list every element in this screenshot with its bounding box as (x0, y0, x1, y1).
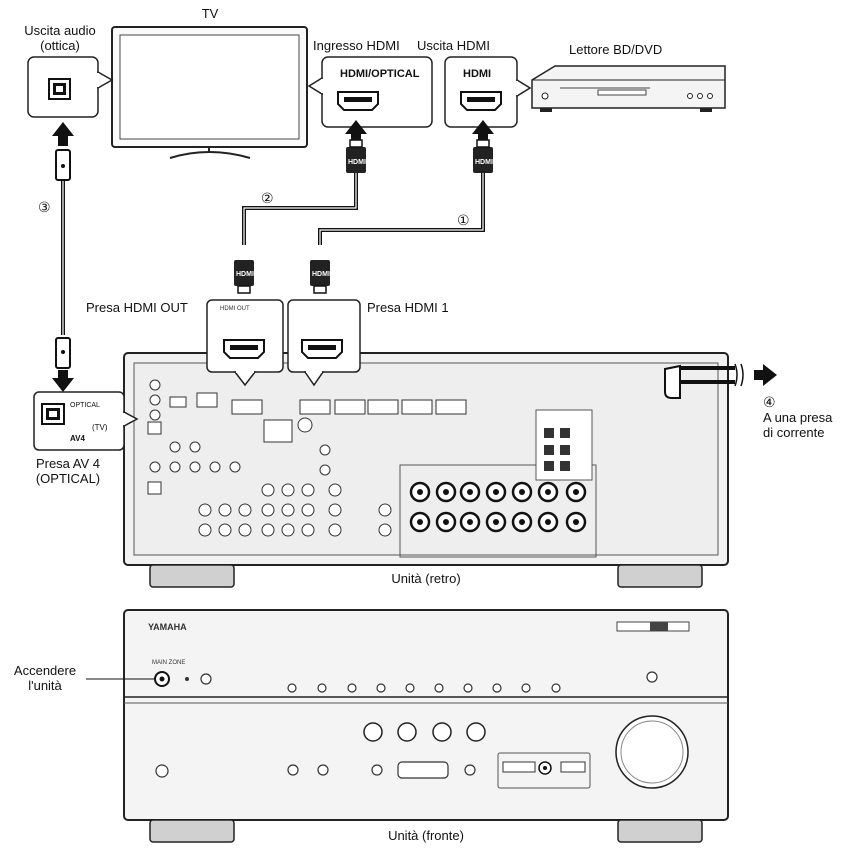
receiver-hdmi-out-callout: HDMI OUT (206, 299, 284, 387)
hdmi-port-icon (460, 91, 502, 111)
player-label: Lettore BD/DVD (569, 42, 663, 57)
unit-front-label: Unità (fronte) (388, 828, 464, 843)
audio-out-label: Uscita audio (ottica) (24, 23, 96, 53)
unit-rear-label: Unità (retro) (391, 571, 461, 586)
av4-optical-label: OPTICAL (70, 402, 100, 409)
tv-hdmi-in-callout: HDMI/OPTICAL (307, 56, 433, 128)
step-number-4: ④ (763, 395, 776, 411)
svg-text:HDMI OUT: HDMI OUT (220, 306, 250, 312)
turn-on-label: Accendere l'unità (13, 663, 77, 693)
bd-dvd-player-icon (531, 65, 726, 112)
receiver-front-panel: YAMAHA MAIN ZONE (123, 609, 729, 843)
tv-hdmi-port-label: HDMI/OPTICAL (340, 68, 420, 80)
svg-text:HDMI: HDMI (348, 159, 366, 166)
arrow-up-icon (345, 120, 367, 140)
hdmi-plug-icon: HDMI (473, 139, 493, 173)
speaker-terminals (399, 409, 597, 558)
arrow-up-icon (52, 122, 74, 146)
presa-hdmi-out-label: Presa HDMI OUT (86, 300, 188, 315)
volume-knob[interactable] (615, 715, 689, 789)
player-hdmi-port-label: HDMI (463, 68, 491, 80)
step-number-2: ② (261, 191, 274, 207)
arrow-up-icon (472, 120, 494, 140)
cable-2-hdmi (242, 170, 358, 245)
optical-plug-icon (55, 337, 71, 369)
brand-logo: YAMAHA (148, 622, 187, 632)
power-cord (664, 363, 744, 399)
hdmi-port-icon (301, 339, 343, 359)
optical-out-callout (27, 56, 114, 118)
svg-text:HDMI: HDMI (475, 159, 493, 166)
av4-label: AV4 (70, 434, 86, 443)
hdmi-port-icon (337, 91, 379, 111)
power-outlet-label: A una presa di corrente (763, 410, 833, 440)
cable-1-hdmi (318, 170, 485, 245)
receiver-hdmi-1-callout (287, 299, 361, 387)
hdmi-plug-icon: HDMI (310, 260, 330, 294)
tv-label: TV (201, 6, 219, 21)
av4-tv-label: (TV) (92, 423, 108, 432)
svg-text:HDMI: HDMI (312, 271, 330, 278)
hdmi-plug-icon: HDMI (234, 260, 254, 294)
step-number-3: ③ (38, 200, 51, 216)
receiver-rear-panel (123, 352, 744, 588)
optical-port-icon (48, 78, 71, 100)
player-hdmi-out-callout: HDMI (444, 56, 532, 128)
model-label: MAIN ZONE (152, 660, 185, 666)
arrow-right-icon (754, 364, 777, 386)
presa-hdmi-1-label: Presa HDMI 1 (367, 300, 449, 315)
optical-plug-icon (55, 149, 71, 181)
optical-port-icon (41, 403, 65, 425)
hdmi-in-label: Ingresso HDMI (313, 38, 400, 53)
presa-av4-label: Presa AV 4 (OPTICAL) (35, 456, 101, 486)
hdmi-port-icon (223, 339, 265, 359)
step-number-1: ① (457, 213, 470, 229)
hdmi-plug-icon: HDMI (346, 139, 366, 173)
arrow-down-icon (52, 370, 74, 392)
hdmi-out-label: Uscita HDMI (417, 38, 490, 53)
svg-text:HDMI: HDMI (236, 271, 254, 278)
power-button[interactable] (154, 671, 170, 687)
tv-icon (111, 26, 308, 159)
av4-optical-callout: OPTICAL (TV) AV4 (33, 391, 139, 451)
